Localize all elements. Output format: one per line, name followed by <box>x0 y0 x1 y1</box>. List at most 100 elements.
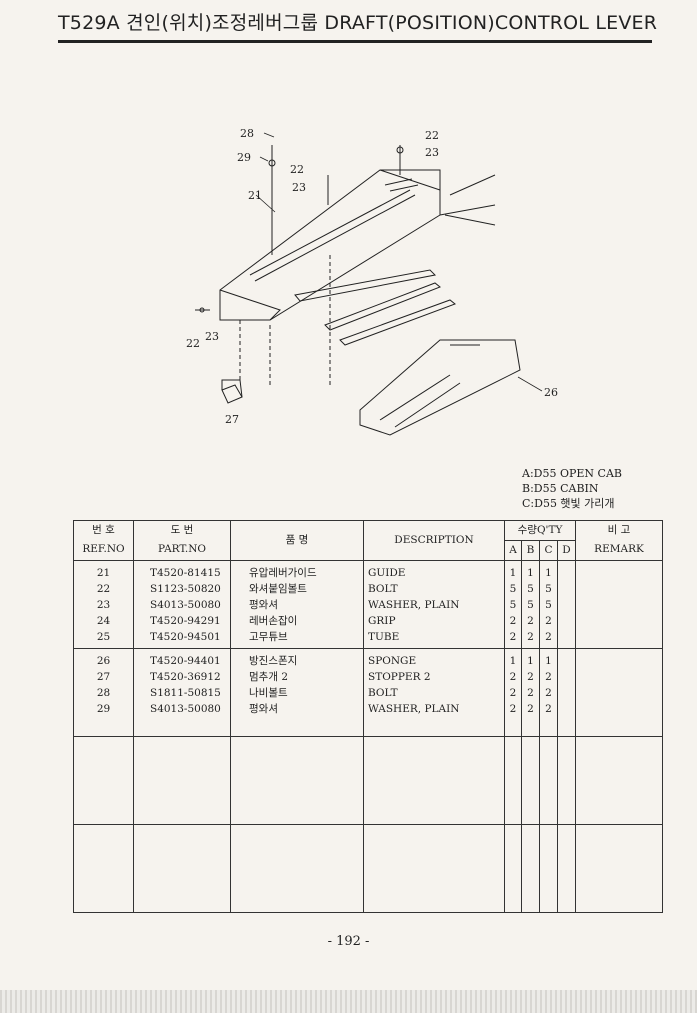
cell-a: 5 <box>509 583 517 595</box>
cell-b: 2 <box>527 671 534 683</box>
table-cell <box>133 736 231 825</box>
cell-b: 5 <box>527 583 534 595</box>
table-cell <box>73 736 134 825</box>
cell-desc: STOPPER 2 <box>368 671 431 683</box>
cell-name: 레버손잡이 <box>249 615 298 627</box>
cell-d <box>558 581 575 597</box>
cell-b: 2 <box>527 687 534 699</box>
cell-d <box>558 669 575 685</box>
qty-col-d: D <box>557 540 576 561</box>
diagram-drawing: 28 29 22 23 21 22 23 22 23 27 26 <box>186 127 558 436</box>
callout-23b: 23 <box>425 146 439 159</box>
table-cell <box>575 648 663 737</box>
cell-d <box>558 629 575 645</box>
cell-c: 2 <box>545 671 552 683</box>
table-cell <box>504 824 522 913</box>
callout-23c: 23 <box>205 330 219 343</box>
cell-desc: WASHER, PLAIN <box>368 599 460 611</box>
header-ref-ko: 번 호 <box>92 524 115 536</box>
cell-desc: BOLT <box>368 583 398 595</box>
legend-a: A:D55 OPEN CAB <box>522 467 622 480</box>
cell-name: 나비볼트 <box>249 687 288 699</box>
cell-c: 1 <box>545 567 552 579</box>
table-cell <box>575 736 663 825</box>
callout-23: 23 <box>292 181 306 194</box>
exploded-parts-diagram: 28 29 22 23 21 22 23 22 23 27 26 <box>150 115 610 436</box>
cell-ref: 29 <box>96 703 111 715</box>
callout-27: 27 <box>225 413 239 426</box>
cell-a: 2 <box>509 615 517 627</box>
qty-col-b: B <box>521 540 540 561</box>
cell-desc: BOLT <box>368 687 398 699</box>
legend-c: C:D55 햇빛 가리개 <box>522 497 615 510</box>
cell-d <box>558 613 575 629</box>
header-part-en: PART.NO <box>158 543 206 555</box>
callout-22c: 22 <box>186 337 200 350</box>
cell-c: 2 <box>545 703 552 715</box>
cell-a: 2 <box>509 687 517 699</box>
cell-name: 와셔붙임볼트 <box>249 583 307 595</box>
cell-b: 1 <box>527 567 534 579</box>
header-remark-en: REMARK <box>594 543 644 555</box>
cell-ref: 24 <box>96 615 111 627</box>
cell-a: 1 <box>509 567 517 579</box>
cell-a: 5 <box>509 599 517 611</box>
callout-22b: 22 <box>425 129 439 142</box>
header-remark-ko: 비 고 <box>607 524 631 536</box>
cell-desc: WASHER, PLAIN <box>368 703 460 715</box>
cell-part: T4520-81415 <box>150 567 221 579</box>
bolts-shape <box>195 145 404 313</box>
table-cell <box>73 824 134 913</box>
cell-part: T4520-36912 <box>150 671 221 683</box>
cell-c: 1 <box>545 655 552 667</box>
cell-a: 1 <box>509 655 517 667</box>
table-cell <box>539 824 558 913</box>
table-cell <box>230 824 364 913</box>
hidden-lines <box>239 255 331 385</box>
title-rule <box>58 40 652 43</box>
cell-ref: 23 <box>96 599 111 611</box>
cell-d <box>558 701 575 717</box>
cell-desc: GRIP <box>368 615 396 627</box>
cell-name: 고무튜브 <box>249 631 288 643</box>
table-cell <box>557 560 576 649</box>
cell-c: 2 <box>545 631 552 643</box>
cell-part: S1123-50820 <box>150 583 221 595</box>
table-group <box>73 736 663 825</box>
model-legend: A:D55 OPEN CAB B:D55 CABIN C:D55 햇빛 가리개 <box>522 466 672 511</box>
header-ref: 번 호 REF.NO <box>73 520 134 561</box>
cell-ref: 26 <box>96 655 111 667</box>
cell-part: S4013-50080 <box>150 599 221 611</box>
cell-part: S4013-50080 <box>150 703 221 715</box>
scan-edge <box>0 990 697 1013</box>
cell-ref: 27 <box>96 671 111 683</box>
cell-part: T4520-94501 <box>150 631 221 643</box>
cell-b: 2 <box>527 615 534 627</box>
cell-part: S1811-50815 <box>150 687 221 699</box>
cell-name: 방진스폰지 <box>249 655 298 667</box>
cell-part: T4520-94291 <box>150 615 221 627</box>
cell-d <box>558 653 575 669</box>
cell-name: 평와셔 <box>249 703 278 715</box>
table-cell <box>133 824 231 913</box>
cell-desc: TUBE <box>368 631 400 643</box>
legend-b: B:D55 CABIN <box>522 482 599 495</box>
table-cell <box>557 736 576 825</box>
header-part-ko: 도 번 <box>170 524 194 536</box>
table-header-row-1: 번 호 REF.NO 도 번 PART.NO 품 명 DESCRIPTION 수… <box>73 520 663 561</box>
